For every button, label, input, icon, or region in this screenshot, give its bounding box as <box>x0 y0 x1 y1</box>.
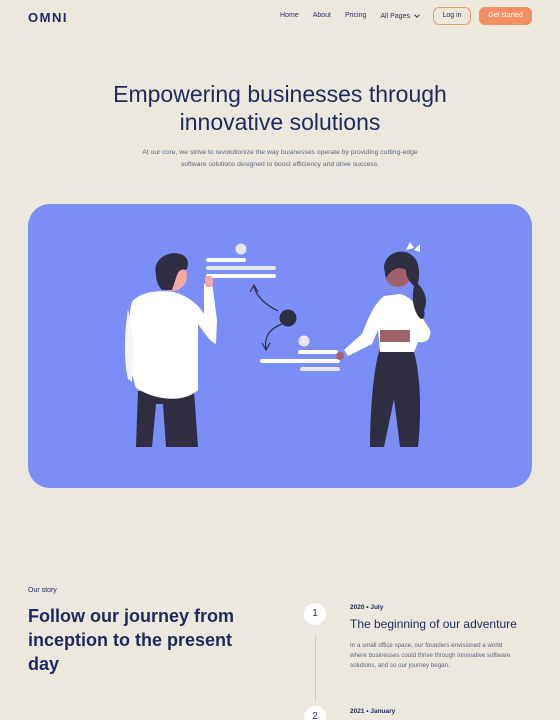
story-title-line: Follow our journey from <box>28 606 234 626</box>
hero-title-line: Empowering businesses through <box>113 81 447 107</box>
nav-link-home[interactable]: Home <box>280 12 299 19</box>
chevron-down-icon <box>414 14 420 18</box>
timeline-body: In a small office space, our founders en… <box>350 641 535 671</box>
timeline-body-line: where businesses could thrive through in… <box>350 652 511 659</box>
top-navbar: OMNI Home About Pricing All Pages Log in… <box>0 0 560 34</box>
nav-link-pricing[interactable]: Pricing <box>344 12 367 19</box>
story-title-line: day <box>28 654 60 674</box>
hero-illustration <box>28 204 532 488</box>
story-title-line: inception to the present <box>28 630 233 650</box>
hero-subtitle-line: software solutions designed to boost eff… <box>180 161 380 168</box>
people-collaborating-illustration <box>125 242 431 447</box>
story-title: Follow our journey from inception to the… <box>28 604 268 676</box>
nav-dropdown-label: All Pages <box>380 12 410 20</box>
timeline-date: 2020 • July <box>350 604 384 611</box>
login-button[interactable]: Log in <box>433 7 471 25</box>
nav-link-about[interactable]: About <box>312 12 331 19</box>
nav-links: Home About Pricing All Pages <box>280 12 435 20</box>
timeline-body-line: In a small office space, our founders en… <box>350 642 503 649</box>
nav-dropdown-all-pages[interactable]: All Pages <box>380 12 421 20</box>
hero-subtitle: At our core, we strive to revolutionize … <box>100 147 460 171</box>
timeline-date: 2021 • January <box>350 708 396 715</box>
hero-title: Empowering businesses through innovative… <box>0 80 560 136</box>
hero-subtitle-line: At our core, we strive to revolutionize … <box>142 149 418 156</box>
hero-title-line: innovative solutions <box>179 109 381 135</box>
timeline-step-number: 1 <box>304 603 326 625</box>
timeline-body-line: solutions, and so our journey began. <box>350 662 450 669</box>
story-kicker: Our story <box>28 587 57 594</box>
timeline-step-number: 2 <box>304 706 326 720</box>
timeline-heading: The beginning of our adventure <box>350 617 517 631</box>
timeline-connector <box>315 636 316 702</box>
logo[interactable]: OMNI <box>28 10 68 25</box>
get-started-button[interactable]: Get started <box>479 7 532 25</box>
